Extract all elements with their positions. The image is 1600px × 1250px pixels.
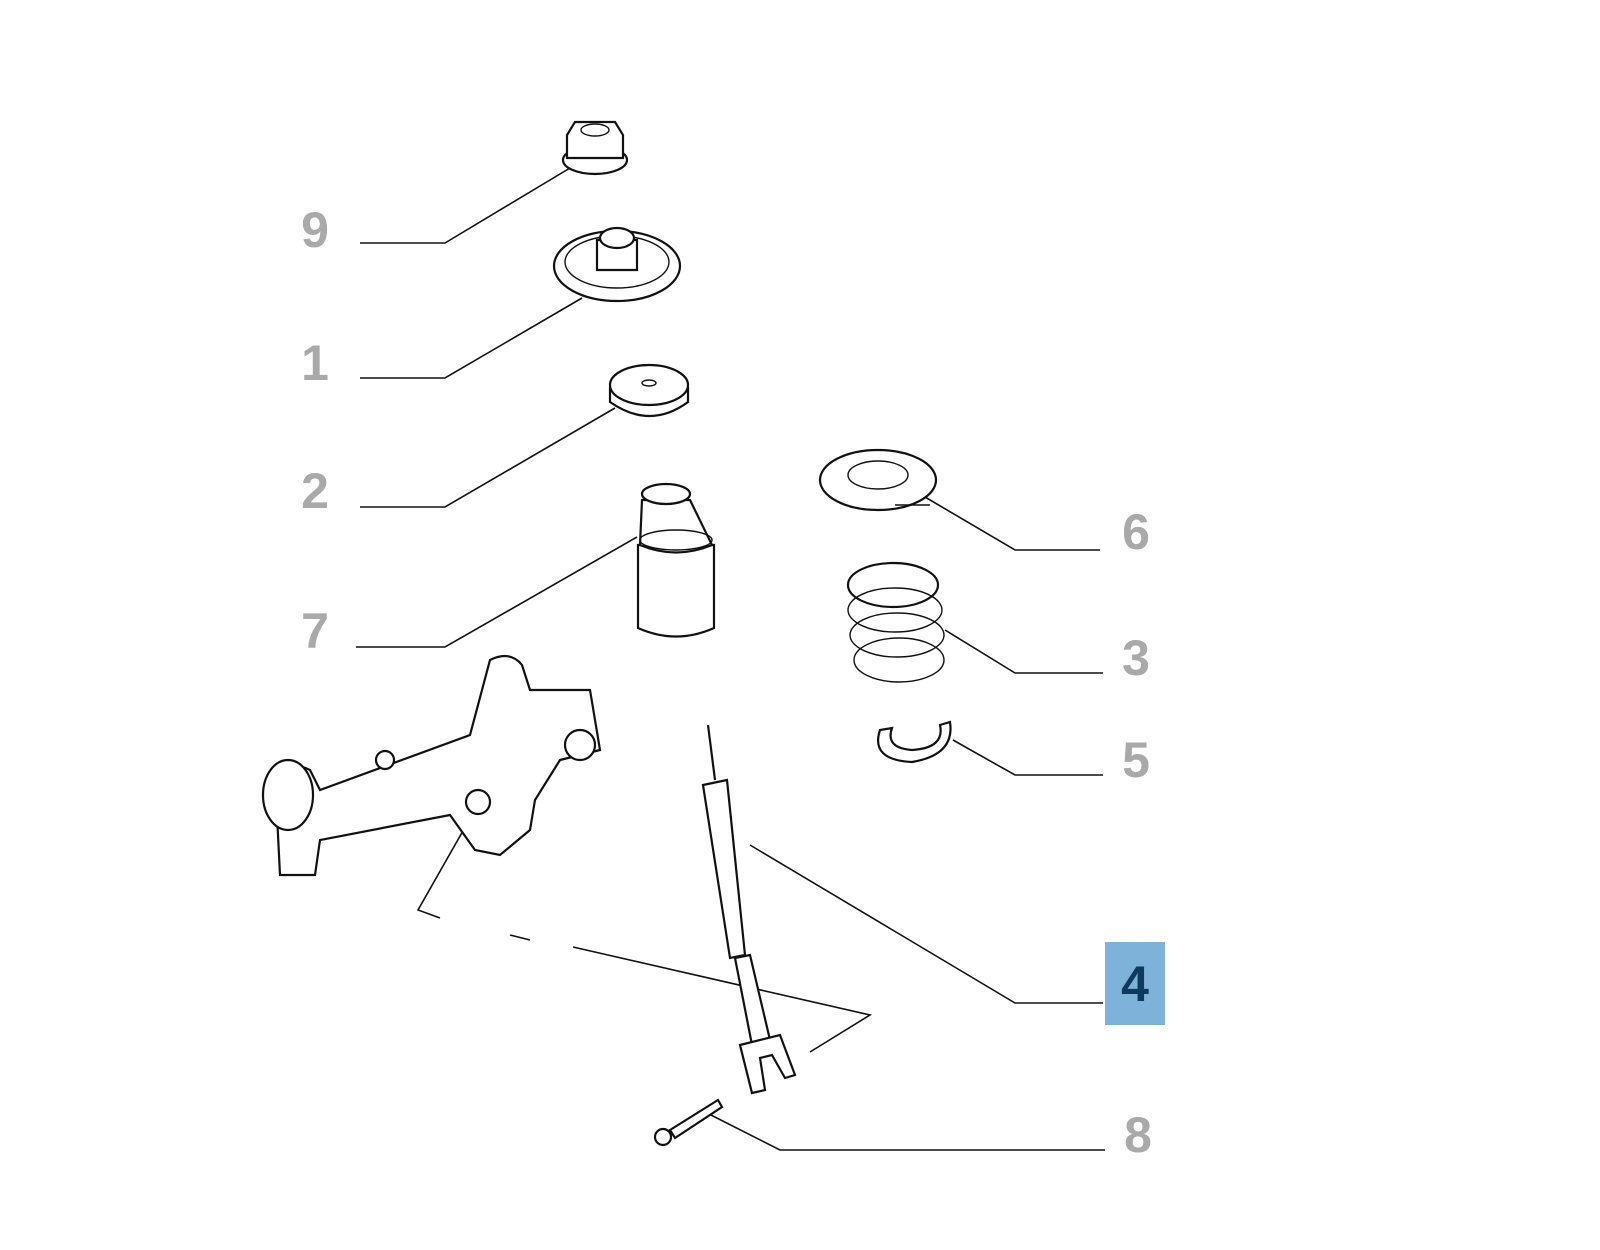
axis-dash <box>509 934 531 941</box>
lower-spring-seat-part <box>877 720 952 764</box>
knuckle-part <box>261 654 602 877</box>
callout-2[interactable]: 2 <box>301 463 329 519</box>
leader-line-8 <box>704 1111 1105 1151</box>
callout-5[interactable]: 5 <box>1122 732 1150 788</box>
coil-spring-part <box>846 561 945 683</box>
bump-stop-boot-part <box>636 482 716 638</box>
leader-line-axis-end <box>572 946 873 1053</box>
leader-line-3 <box>944 629 1103 674</box>
bolt-part <box>653 1098 724 1147</box>
upper-spring-seat-part <box>818 448 938 512</box>
shock-absorber-part <box>701 724 797 1095</box>
callout-7[interactable]: 7 <box>301 603 329 659</box>
leader-line-7 <box>356 536 638 648</box>
upper-mount-part <box>552 226 682 303</box>
leader-line-5 <box>952 739 1103 776</box>
leader-lines <box>356 167 1105 1151</box>
callout-1[interactable]: 1 <box>301 335 329 391</box>
leader-line-4 <box>749 844 1103 1004</box>
callout-4-selected[interactable]: 4 <box>1105 942 1165 1025</box>
leader-line-9 <box>360 167 571 244</box>
callout-6[interactable]: 6 <box>1122 504 1150 560</box>
callout-8[interactable]: 8 <box>1124 1107 1152 1163</box>
nut-part <box>561 120 629 176</box>
leader-line-axis <box>416 814 473 919</box>
callout-9[interactable]: 9 <box>301 202 329 258</box>
leader-line-6 <box>924 496 1100 551</box>
leader-line-2 <box>360 407 616 508</box>
leader-line-1 <box>360 297 583 379</box>
dust-cap-part <box>608 363 690 418</box>
callout-3[interactable]: 3 <box>1122 630 1150 686</box>
